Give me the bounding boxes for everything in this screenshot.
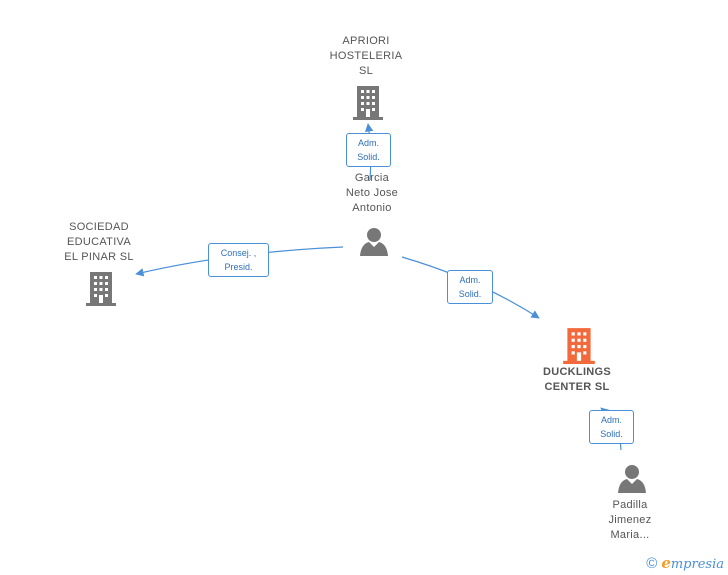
edge-label-garcia-sociedad: Consej. , Presid. bbox=[208, 243, 269, 277]
brand-logo[interactable]: empresia bbox=[661, 554, 724, 572]
node-label-ducklings[interactable]: DUCKLINGS CENTER SL bbox=[542, 366, 612, 393]
person-icon[interactable] bbox=[617, 463, 647, 493]
node-label-padilla[interactable]: Padilla Jimenez Maria... bbox=[608, 499, 652, 541]
node-label-sociedad[interactable]: SOCIEDAD EDUCATIVA EL PINAR SL bbox=[64, 221, 134, 263]
building-icon[interactable] bbox=[353, 84, 383, 120]
node-label-garcia[interactable]: Garcia Neto Jose Antonio bbox=[345, 172, 399, 214]
building-icon[interactable] bbox=[86, 270, 116, 306]
edge-label-garcia-ducklings: Adm. Solid. bbox=[447, 270, 493, 304]
edge-label-garcia-apriori: Adm. Solid. bbox=[346, 133, 391, 167]
person-icon[interactable] bbox=[359, 226, 389, 256]
copyright-icon: © bbox=[646, 554, 658, 572]
footer-brand: © empresia bbox=[646, 554, 724, 572]
edge-label-padilla-ducklings: Adm. Solid. bbox=[589, 410, 634, 444]
building-focus-icon[interactable] bbox=[563, 326, 595, 364]
node-label-apriori[interactable]: APRIORI HOSTELERIA SL bbox=[329, 35, 403, 77]
